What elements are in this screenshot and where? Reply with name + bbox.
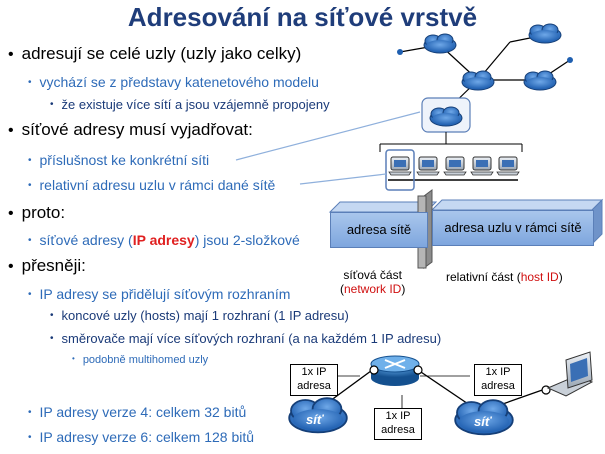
ip-label-line1: 1x IP xyxy=(301,366,327,378)
ip-label-bottom: 1x IP adresa xyxy=(374,408,422,440)
bullet-4a2: • směrovače mají více síťových rozhraní (… xyxy=(50,331,441,346)
bullet-text: adresují se celé uzly (uzly jako celky) xyxy=(21,44,302,63)
bullet-2: • síťové adresy musí vyjadřovat: xyxy=(8,120,253,140)
ip-label-line2: adresa xyxy=(297,380,331,392)
slide-title: Adresování na síťové vrstvě xyxy=(127,2,478,32)
bullet-text-pre: síťové adresy ( xyxy=(39,232,133,248)
network-address-box: adresa sítě xyxy=(330,212,428,248)
bullet-text: proto: xyxy=(21,203,66,222)
bullet-text: IP adresy verze 6: celkem 128 bitů xyxy=(39,429,255,445)
cloud-label-right: síť xyxy=(474,414,492,429)
bullet-4a1: • koncové uzly (hosts) mají 1 rozhraní (1… xyxy=(50,308,349,323)
bullet-text: relativní adresu uzlu v rámci dané sítě xyxy=(39,177,276,193)
bullet-1: • adresují se celé uzly (uzly jako celky) xyxy=(8,44,301,64)
bullet-1a1: • že existuje více sítí a jsou vzájemně p… xyxy=(50,97,330,112)
host-address-box: adresa uzlu v rámci sítě xyxy=(432,210,594,246)
bullet-4a2x: • podobně multihomed uzly xyxy=(72,354,208,366)
bullet-dot: • xyxy=(28,432,32,443)
relative-close: ) xyxy=(558,270,563,284)
bullet-text-highlight: IP adresy xyxy=(132,232,195,248)
ip-label-line2: adresa xyxy=(481,380,515,392)
host-id-text: host ID xyxy=(520,270,559,284)
bullet-dot: • xyxy=(28,289,32,300)
ip-label-line1: 1x IP xyxy=(485,366,511,378)
bullet-2b: • relativní adresu uzlu v rámci dané sítě xyxy=(28,177,275,193)
bullet-text: vychází se z představy katenetového mode… xyxy=(39,74,319,90)
bullet-3a: • síťové adresy (IP adresy) jsou 2-složko… xyxy=(28,232,300,248)
bullet-dot: • xyxy=(28,235,32,246)
bullet-dot: • xyxy=(50,99,54,110)
bullet-1a: • vychází se z představy katenetového mod… xyxy=(28,74,319,90)
bullet-dot: • xyxy=(8,46,14,63)
bullet-text: směrovače mají více síťových rozhraní (a… xyxy=(61,331,442,346)
network-id-text: network ID xyxy=(344,282,402,296)
zoom-bracket xyxy=(379,132,523,191)
bullet-dot: • xyxy=(50,310,54,321)
network-part-text: síťová část xyxy=(343,268,402,282)
bullet-dot: • xyxy=(72,354,75,363)
bullet-dot: • xyxy=(28,407,32,418)
host-part-label: relativní část (host ID) xyxy=(446,270,563,284)
network-part-label: síťová část (network ID) xyxy=(340,268,406,296)
bullet-5: • IP adresy verze 4: celkem 32 bitů xyxy=(28,404,246,420)
relative-part-text: relativní část ( xyxy=(446,270,521,284)
bullet-text: přesněji: xyxy=(21,256,86,275)
catenet-graph xyxy=(397,23,573,133)
ip-label-left: 1x IP adresa xyxy=(290,364,338,396)
bullet-text: koncové uzly (hosts) mají 1 rozhraní (1 … xyxy=(61,308,349,323)
bullet-text: že existuje více sítí a jsou vzájemně pr… xyxy=(61,97,330,112)
bullet-4a: • IP adresy se přidělují síťovým rozhraní… xyxy=(28,286,290,302)
bullet-dot: • xyxy=(28,77,32,88)
bullet-text: podobně multihomed uzly xyxy=(82,354,209,366)
bullet-6: • IP adresy verze 6: celkem 128 bitů xyxy=(28,429,254,445)
bullet-dot: • xyxy=(28,155,32,166)
bullet-text: příslušnost ke konkrétní síti xyxy=(39,152,210,168)
bullet-text: IP adresy se přidělují síťovým rozhraním xyxy=(39,286,291,302)
bullet-dot: • xyxy=(50,333,54,344)
ip-label-line2: adresa xyxy=(381,424,415,436)
bullet-dot: • xyxy=(28,180,32,191)
bullet-text: IP adresy verze 4: celkem 32 bitů xyxy=(39,404,247,420)
cloud-label-left: síť xyxy=(306,412,324,427)
ip-label-right: 1x IP adresa xyxy=(474,364,522,396)
bullet-dot: • xyxy=(8,258,14,275)
bullet-dot: • xyxy=(8,205,14,222)
bullet-dot: • xyxy=(8,122,14,139)
bullet-text: síťové adresy musí vyjadřovat: xyxy=(21,120,253,139)
bottom-network xyxy=(288,351,594,436)
bullet-3: • proto: xyxy=(8,203,65,223)
ip-label-line1: 1x IP xyxy=(385,410,411,422)
bullet-text-post: ) jsou 2-složkové xyxy=(194,232,300,248)
bullet-4: • přesněji: xyxy=(8,256,86,276)
bullet-2a: • příslušnost ke konkrétní síti xyxy=(28,152,209,168)
